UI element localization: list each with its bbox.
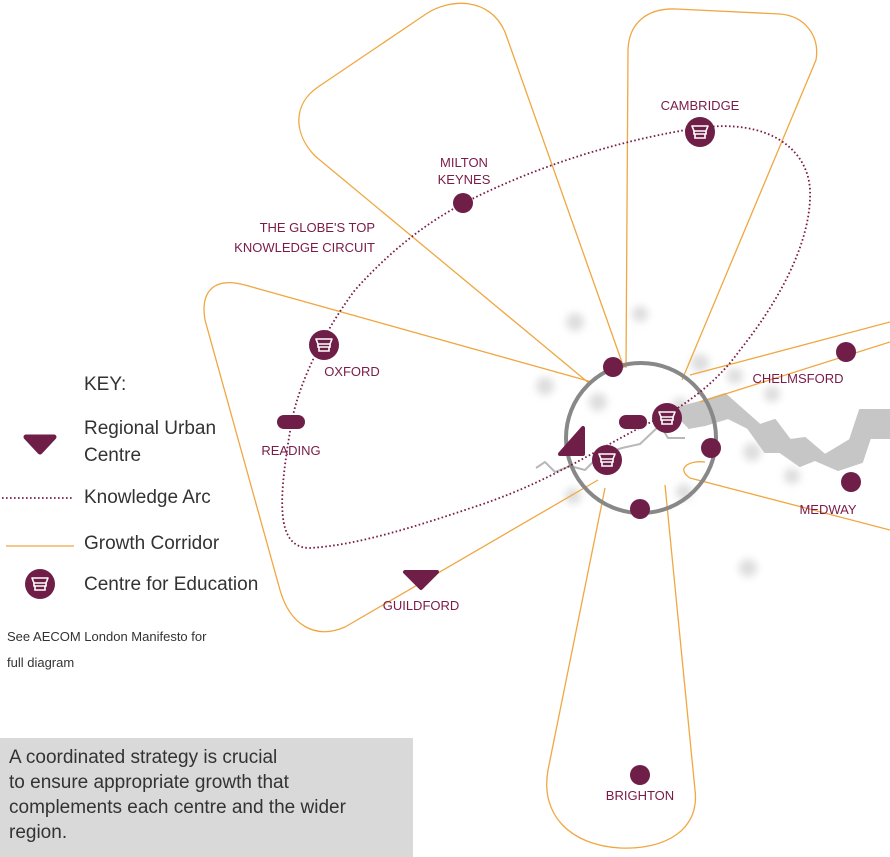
key-label-regional-line1: Regional Urban	[84, 418, 217, 439]
key-note-line2: full diagram	[7, 655, 75, 670]
reading-marker[interactable]	[277, 415, 305, 429]
callout-line4: region.	[9, 822, 68, 843]
background-town-blobs	[536, 306, 800, 577]
label-milton-keynes-1: MILTON	[440, 155, 488, 170]
london-south-marker[interactable]	[630, 499, 650, 519]
key-item-education-centre: Centre for Education	[0, 573, 290, 613]
strategy-callout: A coordinated strategy is crucial to ens…	[0, 738, 413, 857]
cambridge-education-icon[interactable]	[684, 116, 716, 148]
label-chelmsford: CHELMSFORD	[752, 371, 843, 386]
london-east-marker[interactable]	[701, 438, 721, 458]
key-title: KEY:	[84, 374, 127, 395]
arc-label-line1: THE GLOBE'S TOP	[260, 220, 375, 235]
key-label-education-centre: Centre for Education	[84, 574, 259, 595]
key-note: See AECOM London Manifesto for full diag…	[7, 624, 267, 676]
corridor-cambridge	[625, 8, 818, 381]
key-item-regional-urban-centre: Regional Urban Centre	[0, 417, 290, 466]
label-reading: READING	[261, 443, 320, 458]
arc-label-line2: KNOWLEDGE CIRCUIT	[234, 240, 375, 255]
river-thames	[669, 393, 890, 471]
knowledge-arc	[281, 125, 811, 549]
growth-corridors	[203, 2, 890, 849]
key-note-line1: See AECOM London Manifesto for	[7, 629, 207, 644]
label-medway: MEDWAY	[799, 502, 856, 517]
key-item-growth-corridor: Growth Corridor	[0, 532, 290, 572]
oxford-education-icon[interactable]	[308, 329, 340, 361]
london-north-marker[interactable]	[603, 357, 623, 377]
key-label-knowledge-arc: Knowledge Arc	[84, 487, 211, 508]
corridor-brighton	[546, 484, 697, 849]
chelmsford-marker[interactable]	[836, 342, 856, 362]
corridor-chelmsford	[689, 321, 890, 376]
brighton-marker[interactable]	[630, 765, 650, 785]
urban-centre-markers	[277, 193, 861, 785]
label-brighton: BRIGHTON	[606, 788, 674, 803]
corridor-oxford	[203, 282, 599, 633]
corridor-chelmsford-lower	[699, 341, 890, 403]
london-education-icon-1[interactable]	[651, 402, 683, 434]
key-label-regional-line2: Centre	[84, 445, 142, 466]
label-oxford: OXFORD	[324, 364, 380, 379]
key-label-growth-corridor: Growth Corridor	[84, 533, 220, 554]
label-cambridge: CAMBRIDGE	[661, 98, 740, 113]
london-west-marker[interactable]	[558, 426, 585, 456]
label-milton-keynes-2: KEYNES	[438, 172, 491, 187]
corridor-medway	[683, 461, 890, 531]
medway-marker[interactable]	[841, 472, 861, 492]
key-item-knowledge-arc: Knowledge Arc	[0, 486, 290, 526]
corridor-milton-keynes	[298, 2, 625, 385]
callout-line1: A coordinated strategy is crucial	[9, 747, 278, 768]
london-ring	[564, 361, 718, 515]
regional-urban-centre-icon	[23, 434, 57, 455]
label-guildford: GUILDFORD	[383, 598, 460, 613]
london-education-icon-2[interactable]	[591, 444, 623, 476]
guildford-marker[interactable]	[403, 570, 439, 590]
callout-line3: complements each centre and the wider	[9, 797, 346, 818]
callout-line2: to ensure appropriate growth that	[9, 772, 289, 793]
london-central-marker[interactable]	[619, 415, 647, 429]
milton-keynes-marker[interactable]	[453, 193, 473, 213]
